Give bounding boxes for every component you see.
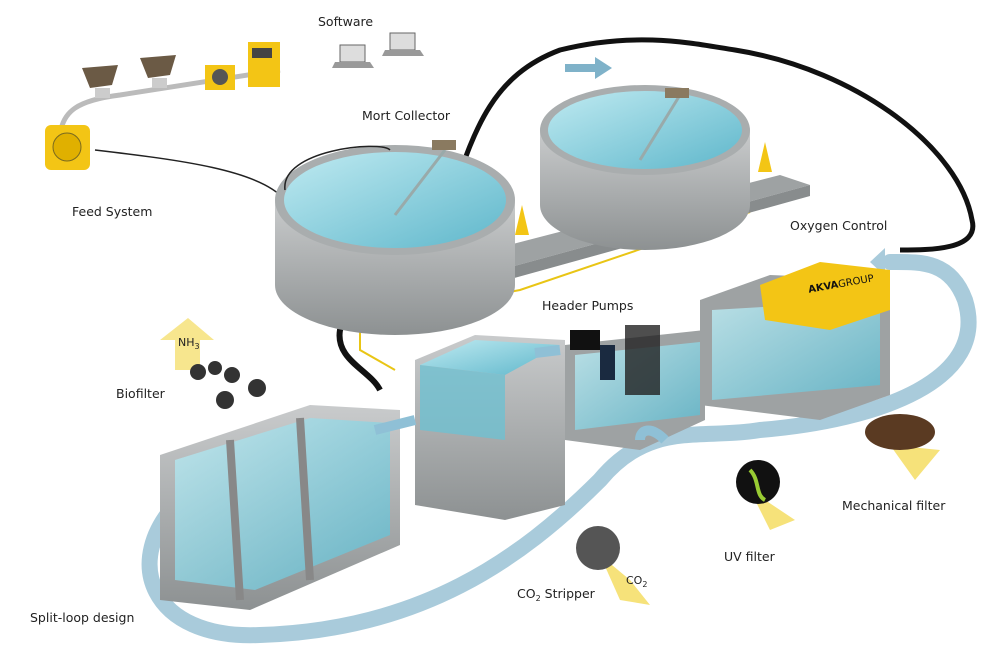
- mechanical-filter-tank: [700, 262, 890, 420]
- flow-arrow: [635, 425, 669, 444]
- label-uv-filter: UV filter: [724, 549, 775, 564]
- fish-tank-2: [540, 85, 750, 250]
- nh3-text: NH: [178, 336, 195, 349]
- co2-callout-arrow: [600, 555, 650, 605]
- biofilter-media-icons: [190, 361, 266, 409]
- label-nh3: NH3: [178, 336, 200, 351]
- label-biofilter: Biofilter: [116, 386, 165, 401]
- label-co2-stripper: CO2 Stripper: [517, 586, 595, 603]
- label-oxygen-control: Oxygen Control: [790, 218, 888, 233]
- co2-stripper-suffix: Stripper: [540, 586, 595, 601]
- co2-text: CO: [626, 574, 643, 587]
- software-laptops: [332, 32, 424, 68]
- sludge-image: [865, 414, 935, 450]
- label-co2: CO2: [626, 574, 647, 589]
- biofilter-tank: [160, 405, 400, 610]
- fish-tank-1: [275, 140, 515, 335]
- flow-arrow-top: [565, 57, 612, 79]
- feed-cable: [94, 149, 286, 201]
- drum-filter: [760, 262, 890, 330]
- nh3-subscript: 3: [194, 342, 200, 351]
- oxygen-pipe: [437, 37, 976, 253]
- co2-stripper-text: CO: [517, 586, 536, 601]
- oxygen-cone: [515, 205, 529, 235]
- nh3-callout-arrow: [160, 318, 214, 370]
- label-mechanical-filter: Mechanical filter: [842, 498, 946, 513]
- uv-tank: [565, 325, 705, 450]
- label-split-loop-design: Split-loop design: [30, 610, 135, 625]
- co2-stripper-subscript: 2: [535, 594, 541, 603]
- label-mort-collector: Mort Collector: [362, 108, 451, 123]
- feed-system-equipment: [45, 42, 280, 170]
- co2-stripper-media-image: [576, 526, 620, 570]
- flow-arrow: [373, 415, 417, 435]
- split-loop-arrow: [141, 253, 977, 644]
- mechanical-callout-arrow: [890, 445, 940, 480]
- label-feed-system: Feed System: [72, 204, 153, 219]
- oxygen-cone: [758, 142, 772, 172]
- co2-subscript: 2: [642, 580, 648, 589]
- label-software: Software: [318, 14, 374, 29]
- flow-arrow: [534, 345, 561, 358]
- label-header-pumps: Header Pumps: [542, 298, 634, 313]
- header-tank: [415, 335, 565, 520]
